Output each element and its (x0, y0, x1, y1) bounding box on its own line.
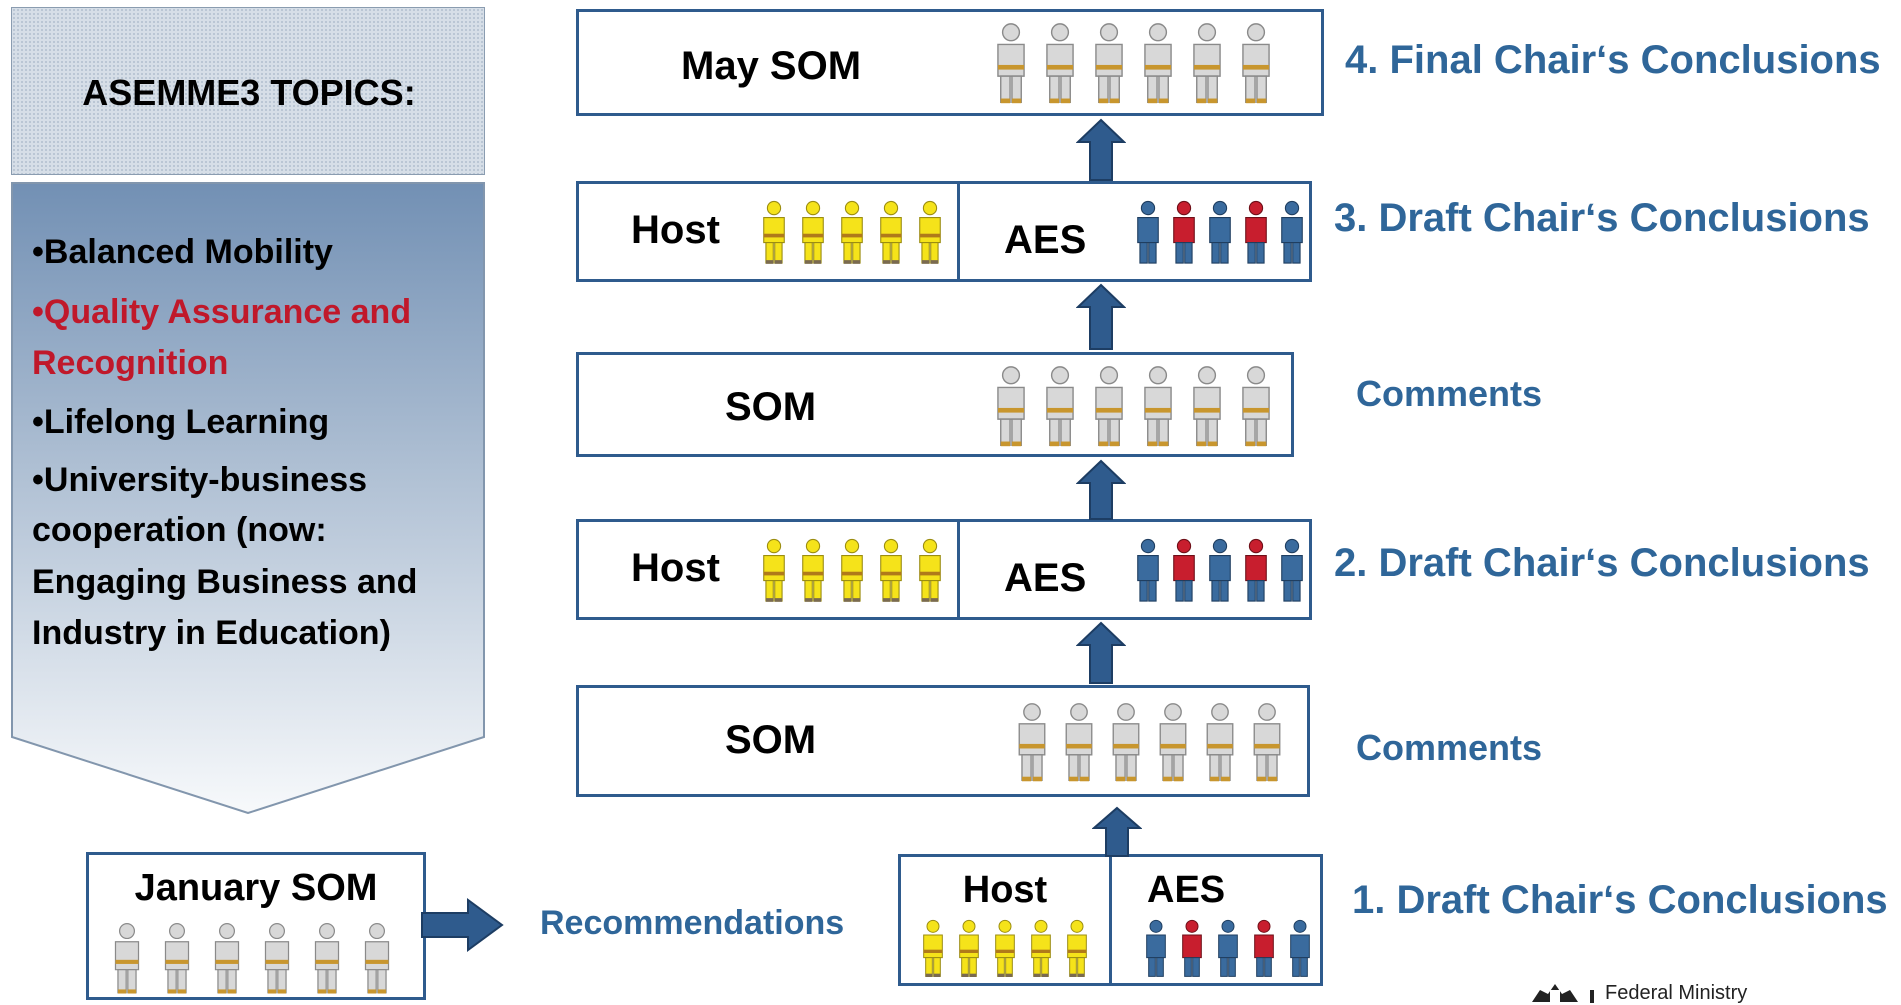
gray-people-group (1018, 703, 1281, 783)
stage6-may-som-label: May SOM (681, 44, 862, 88)
stage4-label: Comments (1356, 373, 1543, 414)
stage5-host-box: Host (576, 181, 960, 282)
yellow-people-group (763, 200, 941, 265)
topic-quality-assurance-line2: Recognition (32, 344, 229, 382)
stage3-aes-label: AES (1004, 556, 1087, 600)
stage2-som-box: SOM (576, 685, 1310, 797)
yellow-people-group (763, 538, 941, 603)
logo-divider (1590, 990, 1594, 1003)
topic-lifelong-learning: •Lifelong Learning (32, 403, 330, 441)
recommendations-label: Recommendations (540, 904, 845, 942)
stage3-aes-box: AES (957, 519, 1312, 620)
up-arrow (1076, 118, 1126, 181)
blue-red-people-group (1137, 200, 1303, 264)
stage2-label: Comments (1356, 727, 1543, 768)
january-som-box: January SOM (86, 852, 426, 1000)
blue-red-people-group (1137, 538, 1303, 602)
stage5-aes-label: AES (1004, 218, 1087, 262)
stage3-label: 2. Draft Chair‘s Conclusions (1334, 541, 1870, 585)
topics-arrow-panel (11, 182, 485, 814)
stage5-aes-box: AES (957, 181, 1312, 282)
topic-university-business-line3: Engaging Business and (32, 563, 418, 601)
yellow-people-group (923, 919, 1087, 978)
stage1-host-box: Host (898, 854, 1112, 986)
topic-university-business-line1: •University-business (32, 461, 368, 499)
topic-university-business-line4: Industry in Education) (32, 614, 391, 652)
topics-header-panel: ASEMME3 TOPICS: (11, 7, 485, 175)
ministry-logo (1530, 982, 1580, 1003)
stage1-aes-label: AES (1147, 869, 1226, 911)
stage1-aes-box: AES (1109, 854, 1323, 986)
stage4-som-label: SOM (725, 385, 817, 429)
eagle-icon (1532, 984, 1578, 1002)
stage4-som-box: SOM (576, 352, 1294, 457)
stage2-som-label: SOM (725, 718, 817, 762)
right-arrow (421, 898, 504, 952)
up-arrow (1076, 621, 1126, 684)
stage6-may-som-box: May SOM (576, 9, 1324, 116)
topics-header-title: ASEMME3 TOPICS: (82, 72, 416, 113)
stage3-host-label: Host (631, 546, 720, 590)
stage5-host-label: Host (631, 208, 720, 252)
topic-university-business-line2: cooperation (now: (32, 511, 327, 549)
stage3-host-box: Host (576, 519, 960, 620)
topic-balanced-mobility: •Balanced Mobility (32, 233, 333, 271)
topic-quality-assurance-line1: •Quality Assurance and (32, 293, 412, 331)
up-arrow (1076, 459, 1126, 520)
gray-people-group (114, 922, 390, 995)
up-arrow (1092, 806, 1142, 857)
up-arrow (1076, 283, 1126, 350)
january-som-people (107, 922, 407, 996)
stage6-label: 4. Final Chair‘s Conclusions (1345, 38, 1881, 82)
blue-red-people-group (1146, 919, 1310, 977)
stage1-host-label: Host (962, 869, 1048, 911)
stage5-label: 3. Draft Chair‘s Conclusions (1334, 196, 1870, 240)
stage1-label: 1. Draft Chair‘s Conclusions (1352, 878, 1888, 922)
gray-people-group (997, 366, 1270, 448)
gray-people-group (997, 23, 1270, 105)
logo-text: Federal Ministry (1605, 982, 1748, 1004)
january-som-title: January SOM (134, 867, 378, 909)
